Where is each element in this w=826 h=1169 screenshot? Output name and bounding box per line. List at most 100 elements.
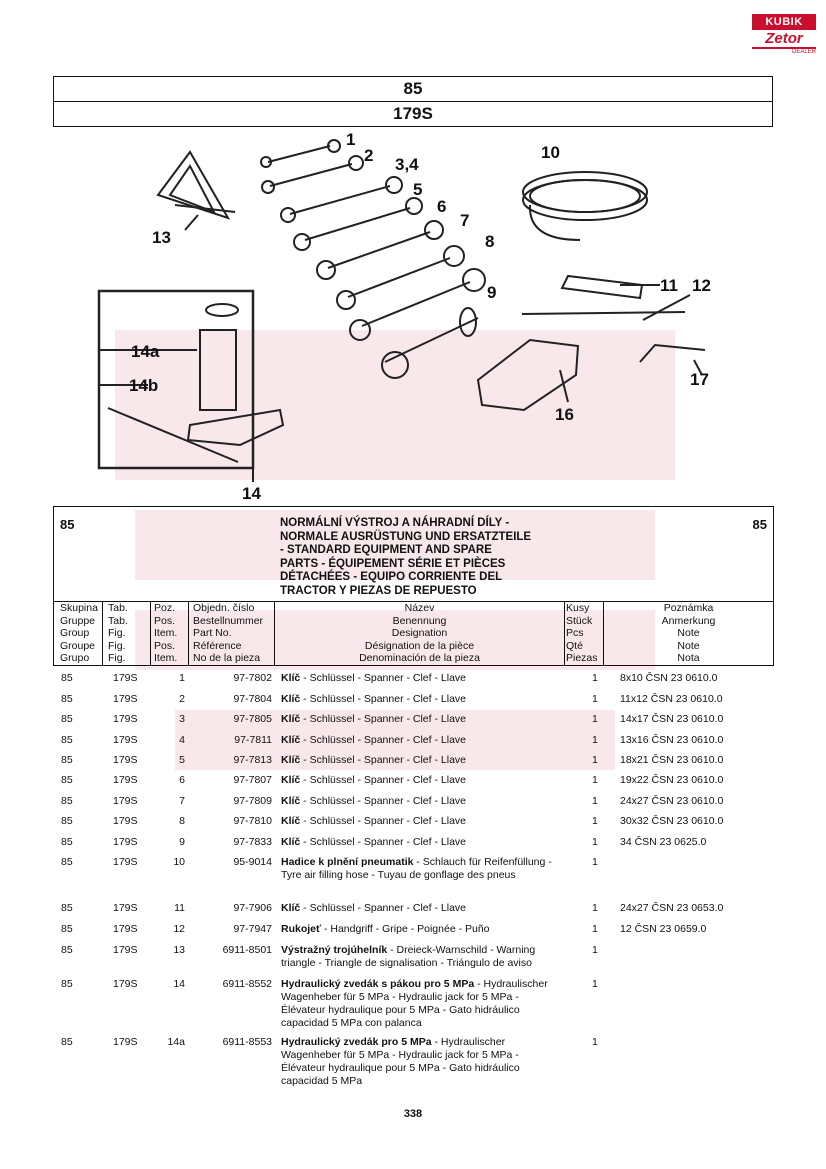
cell-ref: 97-7805 [233,713,272,725]
cell-ref: 97-7810 [233,815,272,827]
cell-name: Hydraulický zvedák pro 5 MPa - Hydraulis… [281,1036,561,1088]
col-label: Nota [677,652,700,665]
col-label: Fig. [108,639,126,652]
cell-pos: 1 [179,672,185,684]
cell-tab: 179S [113,923,138,935]
cell-qty: 1 [592,754,598,766]
cell-tab: 179S [113,978,138,990]
col-label: Qté [566,639,583,652]
cell-tab: 179S [113,734,138,746]
col-label: Stück [566,614,593,627]
col-label: Note [677,639,700,652]
cell-qty: 1 [592,693,598,705]
cell-group: 85 [61,902,73,914]
cell-pos: 12 [173,923,185,935]
col-divider [150,601,151,665]
cell-tab: 179S [113,774,138,786]
cell-tab: 179S [113,795,138,807]
col-header-ref: Objedn. číslo Bestellnummer Part No. Réf… [193,602,263,665]
cell-pos: 2 [179,693,185,705]
col-label: Fig. [108,627,126,640]
cell-name: Klíč - Schlüssel - Spanner - Clef - Llav… [281,713,561,726]
cell-name: Klíč - Schlüssel - Spanner - Clef - Llav… [281,693,561,706]
callout-10: 10 [541,143,560,162]
cell-ref: 97-7947 [233,923,272,935]
section-group-left: 85 [60,517,75,532]
col-label: Tab. [108,614,128,627]
cell-group: 85 [61,693,73,705]
title-line: DÉTACHÉES - EQUIPO CORRIENTE DEL [280,571,503,583]
cell-name: Klíč - Schlüssel - Spanner - Clef - Llav… [281,815,561,828]
cell-ref: 97-7811 [234,734,272,746]
cell-group: 85 [61,774,73,786]
cell-pos: 6 [179,774,185,786]
callout-2: 2 [364,146,374,165]
cell-name-translations: - Schlüssel - Spanner - Clef - Llave [300,902,466,914]
cell-note: 30x32 ČSN 23 0610.0 [620,815,724,827]
figure-header: 179S [53,101,773,127]
cell-name: Klíč - Schlüssel - Spanner - Clef - Llav… [281,902,561,915]
cell-note: 24x27 ČSN 23 0653.0 [620,902,724,914]
cell-ref: 97-7807 [233,774,272,786]
cell-qty: 1 [592,944,598,956]
callout-17: 17 [690,370,709,389]
cell-tab: 179S [113,713,138,725]
cell-name-primary: Klíč [281,815,301,827]
section-title: NORMÁLNÍ VÝSTROJ A NÁHRADNÍ DÍLY - NORMA… [280,517,580,598]
col-label: Group [60,627,90,640]
callout-9: 9 [487,283,497,302]
cell-name: Klíč - Schlüssel - Spanner - Clef - Llav… [281,754,561,767]
col-divider [102,601,103,665]
cell-pos: 9 [179,836,185,848]
cell-name: Hydraulický zvedák s pákou pro 5 MPa - H… [281,978,561,1030]
cell-name-primary: Klíč [281,836,301,848]
cell-ref: 97-7809 [233,795,272,807]
col-divider [564,601,565,665]
header-divider [54,601,773,602]
col-label: Référence [193,639,242,652]
title-line: PARTS - ÉQUIPEMENT SÉRIE ET PIÈCES [280,557,506,570]
cell-name-primary: Výstražný trojúhelník [281,944,388,956]
cell-name: Rukojeť - Handgriff - Gripe - Poignée - … [281,923,561,936]
cell-qty: 1 [592,836,598,848]
cell-group: 85 [61,795,73,807]
cell-qty: 1 [592,734,598,746]
cell-qty: 1 [592,672,598,684]
col-label: Part No. [193,627,232,640]
cell-note: 12 ČSN 23 0659.0 [620,923,707,935]
col-label: Designation [391,627,448,640]
wrench-set [260,139,486,379]
cell-group: 85 [61,944,73,956]
col-header-qty: Kusy Stück Pcs Qté Piezas [566,602,598,665]
cell-tab: 179S [113,815,138,827]
cell-note: 13x16 ČSN 23 0610.0 [620,734,724,746]
cell-qty: 1 [592,978,598,990]
cell-name: Klíč - Schlüssel - Spanner - Clef - Llav… [281,672,561,685]
watermark [115,330,675,770]
cell-name-translations: - Schlüssel - Spanner - Clef - Llave [300,836,466,848]
col-label: Pos. [154,639,176,652]
cell-name-primary: Klíč [281,672,301,684]
callout-1: 1 [346,130,356,149]
col-divider [188,601,189,665]
cell-tab: 179S [113,836,138,848]
col-label: Kusy [566,602,590,614]
cell-qty: 1 [592,774,598,786]
cell-tab: 179S [113,1036,138,1048]
col-label: Item. [154,652,178,665]
cell-name-translations: - Schlüssel - Spanner - Clef - Llave [300,693,466,705]
callout-14b: 14b [129,376,159,395]
title-line: NORMALE AUSRÜSTUNG UND ERSATZTEILE [280,530,532,543]
cell-name-primary: Hydraulický zvedák s pákou pro 5 MPa [281,978,475,990]
title-line: NORMÁLNÍ VÝSTROJ A NÁHRADNÍ DÍLY - [280,517,510,529]
col-label: Poz. [154,602,176,614]
cell-tab: 179S [113,856,138,868]
col-label: Anmerkung [661,614,716,627]
cell-tab: 179S [113,902,138,914]
cell-pos: 11 [174,902,185,914]
callout-14a: 14a [131,342,160,361]
cell-name: Klíč - Schlüssel - Spanner - Clef - Llav… [281,734,561,747]
page-number: 338 [403,1108,423,1120]
cell-ref: 97-7833 [233,836,272,848]
cell-name: Hadice k plnění pneumatik - Schlauch für… [281,856,561,882]
